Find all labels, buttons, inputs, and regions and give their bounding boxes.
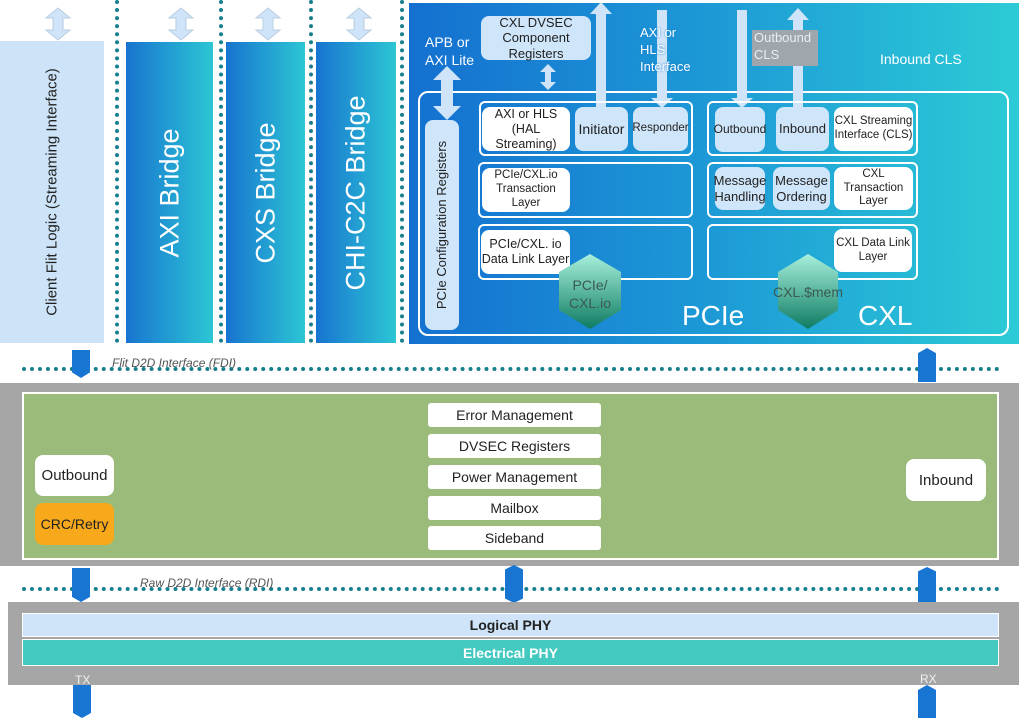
- outbound-down-arrow-icon: [731, 10, 753, 108]
- fdi-connector-rx: [918, 348, 936, 382]
- electrical-phy: Electrical PHY: [22, 639, 999, 666]
- rx-connector: [918, 685, 936, 718]
- rdi-label: Raw D2D Interface (RDI): [140, 576, 274, 590]
- adapter-outbound: Outbound: [35, 455, 114, 496]
- pcie-config-registers-label: PCIe Configuration Registers: [434, 140, 450, 310]
- updown-arrow-icon: [44, 7, 72, 41]
- logical-phy: Logical PHY: [22, 613, 999, 637]
- cxl-outbound: Outbound: [714, 107, 766, 152]
- cxl-mem-hex-label: CXL.$mem: [772, 284, 844, 300]
- dvsec-updown-arrow-icon: [540, 64, 556, 90]
- pcie-transaction-row: [478, 162, 693, 218]
- pcie-cxlio-hexagon: [559, 254, 621, 329]
- inbound-cls-label: Inbound CLS: [880, 51, 962, 67]
- client-flit-logic-label: Client Flit Logic (Streaming Interface): [43, 68, 61, 316]
- fdi-label: Flit D2D Interface (FDI): [112, 356, 237, 370]
- axi-bridge: AXI Bridge: [126, 42, 213, 343]
- pcie-data-link-layer: PCIe/CXL. io Data Link Layer: [481, 230, 570, 274]
- cxl-transaction-layer: CXL Transaction Layer: [834, 167, 913, 210]
- tx-connector: [73, 685, 91, 718]
- rdi-connector-sideband: [505, 565, 523, 603]
- client-flit-logic: Client Flit Logic (Streaming Interface): [0, 41, 104, 343]
- updown-arrow-icon: [167, 7, 195, 41]
- apb-updown-arrow-icon: [433, 66, 461, 120]
- chi-c2c-bridge: CHI-C2C Bridge: [316, 42, 396, 343]
- message-ordering: Message Ordering: [773, 167, 830, 210]
- rdi-connector-tx: [72, 568, 90, 602]
- responder: Responder: [632, 107, 689, 151]
- mailbox: Mailbox: [428, 496, 601, 520]
- adapter-inbound: Inbound: [906, 459, 986, 501]
- updown-arrow-icon: [254, 7, 282, 41]
- outbound-cls-label: Outbound CLS: [752, 30, 818, 66]
- apb-label: APB or AXI Lite: [425, 34, 475, 69]
- pcie-title: PCIe: [682, 300, 745, 331]
- cxs-bridge-label: CXS Bridge: [250, 121, 280, 264]
- cxl-dvsec-registers: CXL DVSEC Component Registers: [481, 15, 591, 61]
- updown-arrow-icon: [345, 7, 373, 41]
- crc-retry: CRC/Retry: [35, 503, 114, 545]
- axi-interface-label: AXI or HLS Interface: [640, 25, 691, 74]
- fdi-connector-tx: [72, 350, 90, 378]
- power-management: Power Management: [428, 465, 601, 489]
- error-management: Error Management: [428, 403, 601, 427]
- cxl-mem-hexagon: [778, 254, 838, 329]
- pcie-transaction-layer: PCIe/CXL.io Transaction Layer: [482, 168, 570, 212]
- pcie-config-registers: PCIe Configuration Registers: [425, 120, 459, 330]
- divider: [219, 0, 223, 343]
- cxl-data-link-layer: CXL Data Link Layer: [834, 229, 912, 272]
- controller-outline: [418, 91, 1009, 336]
- cxs-bridge: CXS Bridge: [226, 42, 305, 343]
- updown-arrows: [44, 7, 373, 41]
- tx-label: TX: [75, 673, 91, 687]
- cxl-title: CXL: [858, 300, 913, 331]
- divider: [400, 0, 404, 343]
- rx-label: RX: [920, 672, 937, 686]
- fdi-line: [22, 367, 1000, 371]
- divider: [309, 0, 313, 343]
- axi-hls-streaming: AXI or HLS (HAL Streaming): [482, 107, 570, 151]
- responder-down-arrow-icon: [651, 10, 673, 108]
- message-handling: Message Handling: [714, 167, 766, 210]
- cxl-transaction-row: [707, 162, 918, 218]
- cxl-inbound: Inbound: [776, 107, 829, 151]
- pcie-interface-row: [479, 101, 693, 156]
- axi-bridge-label: AXI Bridge: [154, 127, 184, 258]
- sideband: Sideband: [428, 526, 601, 550]
- chi-c2c-bridge-label: CHI-C2C Bridge: [340, 94, 371, 291]
- cxl-interface-row: [707, 101, 918, 156]
- initiator-up-arrow-icon: [590, 2, 612, 108]
- pcie-cxlio-hex-label: PCIe/ CXL.io: [568, 277, 612, 312]
- rdi-connector-rx: [918, 567, 936, 603]
- cxl-streaming-interface: CXL Streaming Interface (CLS): [834, 107, 913, 151]
- dvsec-registers: DVSEC Registers: [428, 434, 601, 458]
- divider: [115, 0, 119, 343]
- initiator: Initiator: [575, 107, 628, 151]
